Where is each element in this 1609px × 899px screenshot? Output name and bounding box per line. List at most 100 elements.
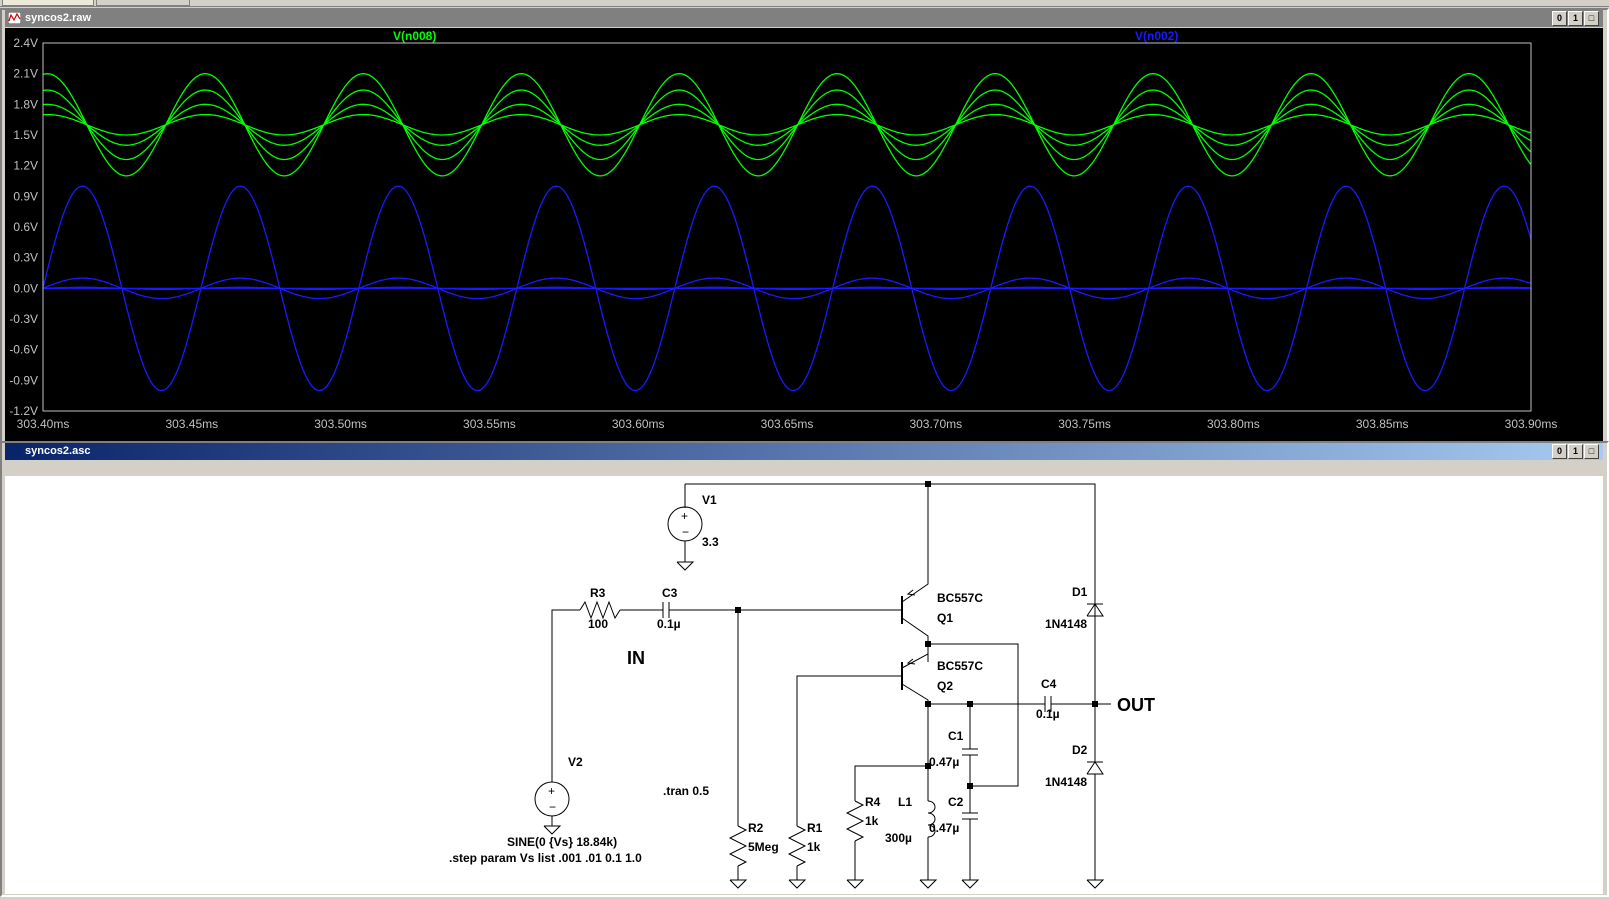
ground-symbol: [962, 880, 978, 888]
ground-symbol: [920, 880, 936, 888]
x-tick-label: 303.65ms: [761, 417, 814, 431]
v2-value: SINE(0 {Vs} 18.84k): [507, 835, 617, 849]
schematic-titlebar[interactable]: syncos2.asc 0 1 □: [5, 443, 1603, 460]
c3-label: C3: [662, 586, 678, 600]
r1-resistor: [789, 826, 805, 866]
minimize-button[interactable]: 0: [1552, 444, 1567, 459]
trace-vn008-2: [43, 90, 1531, 160]
r3-label: R3: [590, 586, 606, 600]
r2-value: 5Meg: [748, 840, 779, 854]
c4-label: C4: [1041, 677, 1057, 691]
svg-text:−: −: [682, 525, 689, 539]
waveform-chart: 2.4V2.1V1.8V1.5V1.2V0.9V0.6V0.3V0.0V-0.3…: [5, 28, 1603, 445]
q1-label: Q1: [937, 611, 953, 625]
c1-value: 0.47µ: [929, 755, 959, 769]
q2-model: BC557C: [937, 659, 983, 673]
y-tick-label: 0.0V: [13, 281, 38, 295]
x-tick-label: 303.85ms: [1356, 417, 1409, 431]
waveform-app-icon: [8, 12, 21, 24]
y-tick-label: 0.9V: [13, 189, 38, 203]
svg-text:+: +: [681, 509, 688, 523]
wire: [685, 484, 1095, 590]
r1-value: 1k: [807, 840, 821, 854]
d2-label: D2: [1072, 743, 1088, 757]
c4-value: 0.1µ: [1036, 707, 1060, 721]
r3-resistor: [580, 602, 620, 618]
d1-label: D1: [1072, 585, 1088, 599]
c2-value: 0.47µ: [929, 821, 959, 835]
x-tick-label: 303.55ms: [463, 417, 516, 431]
l1-label: L1: [898, 795, 912, 809]
r2-label: R2: [748, 821, 764, 835]
x-tick-label: 303.50ms: [314, 417, 367, 431]
y-tick-label: -0.3V: [9, 312, 38, 326]
c1-label: C1: [948, 729, 964, 743]
r4-resistor: [847, 801, 863, 841]
q2-label: Q2: [937, 679, 953, 693]
ground-symbol: [789, 880, 805, 888]
y-tick-label: 2.4V: [13, 36, 38, 50]
x-tick-label: 303.40ms: [17, 417, 70, 431]
waveform-window-title: syncos2.raw: [25, 10, 91, 27]
x-tick-label: 303.70ms: [909, 417, 962, 431]
x-tick-label: 303.60ms: [612, 417, 665, 431]
y-tick-label: -0.9V: [9, 373, 38, 387]
ground-symbol: [730, 880, 746, 888]
net-label-out: OUT: [1117, 695, 1155, 715]
d2-diode: [1087, 762, 1103, 774]
d2-model: 1N4148: [1045, 775, 1087, 789]
y-tick-label: -1.2V: [9, 404, 38, 418]
q1-model: BC557C: [937, 591, 983, 605]
ground-symbol: [677, 562, 693, 570]
document-tab-bar: [0, 0, 1609, 7]
legend-v-n002: V(n002): [1135, 29, 1178, 43]
step-directive: .step param Vs list .001 .01 0.1 1.0: [449, 851, 642, 865]
ground-symbol: [544, 826, 560, 834]
r3-value: 100: [588, 617, 608, 631]
ground-symbol: [1087, 880, 1103, 888]
c2-label: C2: [948, 795, 964, 809]
r4-label: R4: [865, 795, 881, 809]
d1-model: 1N4148: [1045, 617, 1087, 631]
y-tick-label: 1.5V: [13, 128, 38, 142]
restore-button[interactable]: 1: [1568, 11, 1583, 26]
maximize-button[interactable]: □: [1584, 444, 1599, 459]
y-tick-label: 1.8V: [13, 97, 38, 111]
svg-text:−: −: [549, 800, 556, 814]
ground-symbol: [847, 880, 863, 888]
trace-vn008-0: [43, 115, 1531, 135]
trace-vn008-3: [43, 74, 1531, 176]
schematic-canvas[interactable]: + − + − V1 3.3 V2 R3 100 C3 0.1µ BC557C Q1…: [5, 476, 1603, 894]
r2-resistor: [730, 826, 746, 866]
v1-value: 3.3: [702, 535, 719, 549]
y-tick-label: 2.1V: [13, 67, 38, 81]
y-tick-label: -0.6V: [9, 343, 38, 357]
maximize-button[interactable]: □: [1584, 11, 1599, 26]
v1-label: V1: [702, 493, 717, 507]
minimize-button[interactable]: 0: [1552, 11, 1567, 26]
legend-v-n008: V(n008): [393, 29, 436, 43]
tab-syncos2-raw[interactable]: [2, 0, 94, 6]
y-tick-label: 0.6V: [13, 220, 38, 234]
x-tick-label: 303.45ms: [165, 417, 218, 431]
net-label-in: IN: [627, 648, 645, 668]
schematic-window-title: syncos2.asc: [25, 443, 90, 460]
r1-label: R1: [807, 821, 823, 835]
tab-syncos2-asc[interactable]: [96, 0, 190, 6]
v2-label: V2: [568, 755, 583, 769]
r4-value: 1k: [865, 814, 879, 828]
c3-value: 0.1µ: [657, 617, 681, 631]
x-tick-label: 303.80ms: [1207, 417, 1260, 431]
schematic-app-icon: [8, 445, 21, 457]
wire: [797, 676, 902, 826]
schematic-drawing: + − + − V1 3.3 V2 R3 100 C3 0.1µ BC557C Q1…: [5, 476, 1603, 894]
svg-text:+: +: [548, 784, 555, 798]
x-tick-label: 303.90ms: [1505, 417, 1558, 431]
y-tick-label: 1.2V: [13, 159, 38, 173]
x-tick-label: 303.75ms: [1058, 417, 1111, 431]
restore-button[interactable]: 1: [1568, 444, 1583, 459]
waveform-titlebar[interactable]: syncos2.raw 0 1 □: [5, 10, 1603, 27]
l1-value: 300µ: [885, 831, 912, 845]
tran-directive: .tran 0.5: [663, 784, 709, 798]
